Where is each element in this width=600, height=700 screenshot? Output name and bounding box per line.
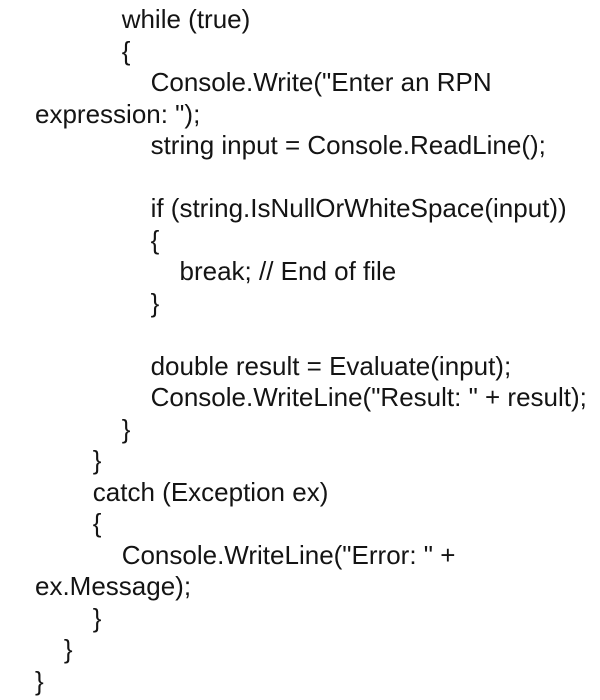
- code-block: while (true) { Console.Write("Enter an R…: [35, 4, 587, 696]
